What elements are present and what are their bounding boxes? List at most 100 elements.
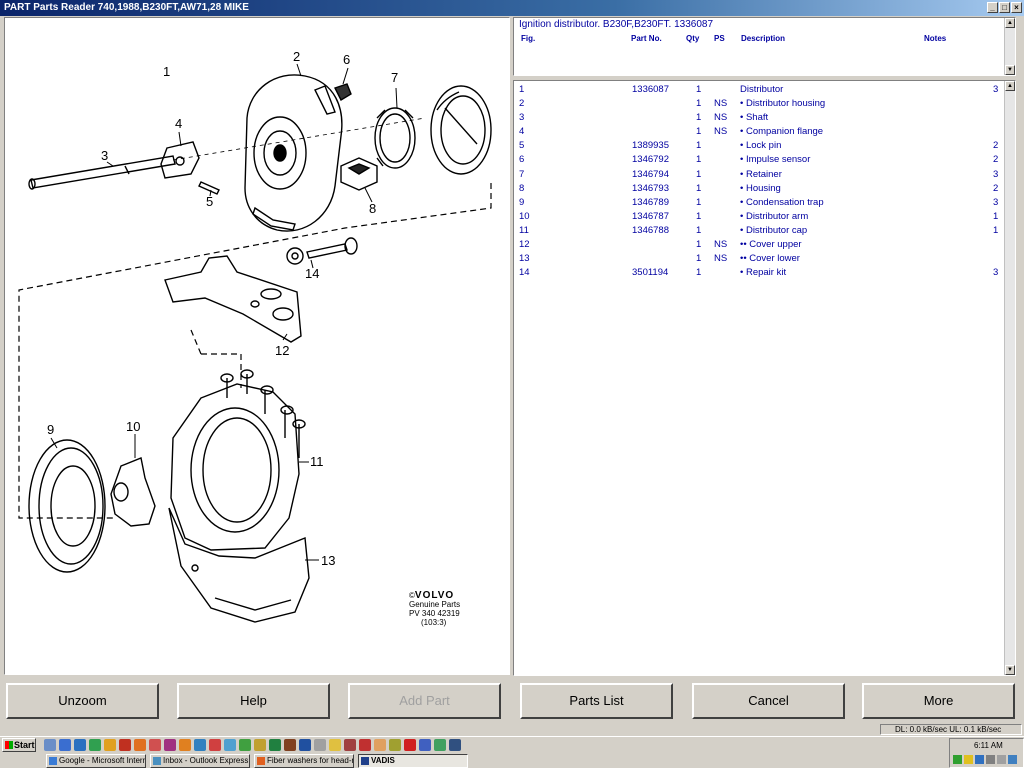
taskbar-item[interactable]: Google - Microsoft Intern... (46, 754, 146, 768)
quick-launch-icon[interactable] (104, 739, 116, 751)
scroll-down-icon[interactable]: ▼ (1005, 65, 1015, 75)
callout-12[interactable]: 12 (275, 343, 290, 358)
quick-launch-icon[interactable] (329, 739, 341, 751)
help-button[interactable]: Help (177, 683, 330, 719)
taskbar-item[interactable]: Inbox - Outlook Express (150, 754, 250, 768)
callout-1[interactable]: 1 (163, 64, 171, 79)
quick-launch-icon[interactable] (59, 739, 71, 751)
quick-launch-icon[interactable] (44, 739, 56, 751)
quick-launch-icon[interactable] (299, 739, 311, 751)
exploded-diagram[interactable]: 1 2 3 4 5 6 7 8 9 10 11 12 13 14 ©VOLVO … (4, 17, 510, 675)
unzoom-button[interactable]: Unzoom (6, 683, 159, 719)
quick-launch-icon[interactable] (284, 739, 296, 751)
logo-line-1: Genuine Parts (409, 600, 461, 609)
quick-launch-icon[interactable] (194, 739, 206, 751)
quick-launch-icon[interactable] (209, 739, 221, 751)
quick-launch-icon[interactable] (239, 739, 251, 751)
callout-2[interactable]: 2 (293, 49, 301, 64)
tray-icon[interactable] (997, 755, 1006, 764)
callout-14[interactable]: 14 (305, 266, 320, 281)
transfer-status: DL: 0.0 kB/sec UL: 0.1 kB/sec (880, 724, 1022, 735)
taskbar-item[interactable]: VADIS (358, 754, 468, 768)
description-cell: •• Cover lower (740, 253, 800, 265)
quick-launch-icon[interactable] (314, 739, 326, 751)
parts-list-button[interactable]: Parts List (520, 683, 673, 719)
list-scrollbar[interactable]: ▲ ▼ (1004, 81, 1015, 675)
fig-cell: 4 (519, 126, 525, 138)
quick-launch-icon[interactable] (164, 739, 176, 751)
quick-launch-icon[interactable] (419, 739, 431, 751)
part-no-cell: 1346793 (632, 182, 669, 194)
callout-7[interactable]: 7 (391, 70, 399, 85)
maximize-button[interactable]: □ (999, 2, 1010, 13)
quick-launch-icon[interactable] (149, 739, 161, 751)
tray-icon[interactable] (1008, 755, 1017, 764)
callout-9[interactable]: 9 (47, 422, 55, 437)
header-scrollbar[interactable]: ▲ ▼ (1004, 18, 1015, 75)
app-icon (153, 757, 161, 765)
tray-icon[interactable] (986, 755, 995, 764)
part-no-cell: 1336087 (632, 84, 669, 95)
quick-launch-icon[interactable] (359, 739, 371, 751)
ps-cell: NS (714, 112, 728, 124)
quick-launch-icon[interactable] (134, 739, 146, 751)
qty-cell: 1 (696, 239, 702, 251)
quick-launch-icon[interactable] (404, 739, 416, 751)
quick-launch-icon[interactable] (344, 739, 356, 751)
add-part-button[interactable]: Add Part (348, 683, 501, 719)
clock[interactable]: 6:11 AM (974, 741, 1003, 750)
tray-icon[interactable] (953, 755, 962, 764)
qty-cell: 1 (696, 182, 702, 194)
quick-launch-icon[interactable] (224, 739, 236, 751)
quick-launch-icon[interactable] (389, 739, 401, 751)
taskbar-item[interactable]: Fiber washers for head-m... (254, 754, 354, 768)
callout-4[interactable]: 4 (175, 116, 183, 131)
quick-launch-icon[interactable] (374, 739, 386, 751)
callout-3[interactable]: 3 (101, 148, 109, 163)
cancel-button[interactable]: Cancel (692, 683, 845, 719)
start-button[interactable]: Start (2, 738, 36, 752)
fig-cell: 12 (519, 239, 530, 251)
close-button[interactable]: × (1011, 2, 1022, 13)
callout-6[interactable]: 6 (343, 52, 351, 67)
fig-cell: 1 (519, 84, 525, 95)
minimize-button[interactable]: _ (987, 2, 998, 13)
callout-10[interactable]: 10 (126, 419, 141, 434)
part-no-cell: 1346789 (632, 196, 669, 208)
quick-launch-icon[interactable] (449, 739, 461, 751)
quick-launch-icon[interactable] (434, 739, 446, 751)
tray-icon[interactable] (964, 755, 973, 764)
callout-11[interactable]: 11 (310, 454, 324, 469)
quick-launch-icon[interactable] (254, 739, 266, 751)
scroll-up-icon[interactable]: ▲ (1005, 18, 1015, 28)
quick-launch-icon[interactable] (269, 739, 281, 751)
callout-8[interactable]: 8 (369, 201, 377, 216)
quick-launch-icon[interactable] (119, 739, 131, 751)
notes-cell: 2 (993, 182, 999, 194)
callout-13[interactable]: 13 (321, 553, 336, 568)
quick-launch-icon[interactable] (179, 739, 191, 751)
scroll-up-icon[interactable]: ▲ (1005, 81, 1015, 91)
callout-5[interactable]: 5 (206, 194, 214, 209)
more-button[interactable]: More (862, 683, 1015, 719)
tray-icon[interactable] (975, 755, 984, 764)
quick-launch-icon[interactable] (89, 739, 101, 751)
quick-launch-icon[interactable] (74, 739, 86, 751)
scroll-down-icon[interactable]: ▼ (1005, 665, 1015, 675)
part-no-cell: 1346788 (632, 224, 669, 236)
